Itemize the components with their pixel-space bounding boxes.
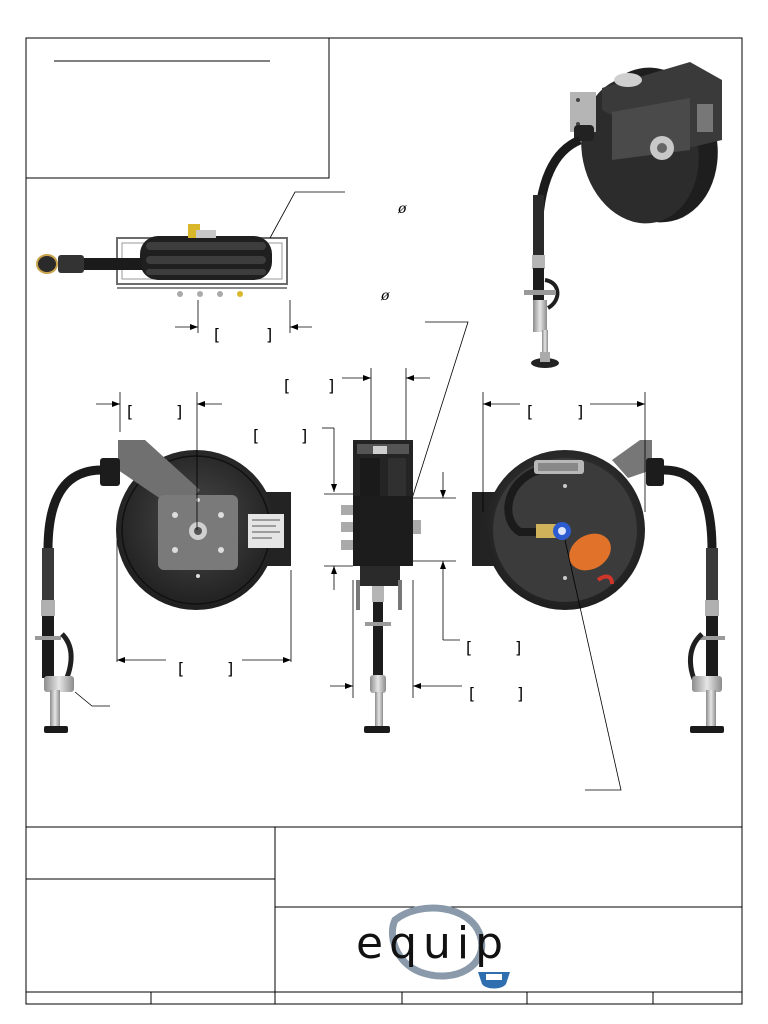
brand-logo-text: equip <box>356 918 509 969</box>
leader-line-front <box>74 691 110 707</box>
dim-bracket-open: [ <box>466 638 472 657</box>
side-view <box>341 440 421 733</box>
side-view-height-dimension: [ ] <box>253 426 353 590</box>
title-block <box>26 826 742 1004</box>
dim-bracket-open: [ <box>284 376 290 395</box>
isometric-view <box>524 62 722 368</box>
notes-box <box>25 37 330 179</box>
leader-line-iso <box>409 321 469 506</box>
side-view-width-dimension: [ ] <box>284 368 430 440</box>
dim-bracket-close: ] <box>328 376 334 395</box>
diameter-symbol: ø <box>380 288 390 304</box>
leader-line-rear <box>564 539 622 791</box>
brand-badge-icon <box>478 972 510 989</box>
dim-bracket-open: [ <box>214 325 220 344</box>
leader-line-top <box>269 191 345 239</box>
front-view-offset-dimension: [ ] <box>96 392 222 530</box>
dim-bracket-open: [ <box>469 684 475 703</box>
dim-bracket-open: [ <box>127 402 133 421</box>
dim-bracket-open: [ <box>527 402 533 421</box>
dim-bracket-close: ] <box>517 684 523 703</box>
front-view-width-dimension: [ ] <box>116 540 292 678</box>
dim-bracket-close: ] <box>266 325 272 344</box>
front-view <box>35 440 291 733</box>
side-view-offset-dimension: [ ] <box>413 472 521 657</box>
dim-bracket-open: [ <box>178 659 184 678</box>
dim-bracket-close: ] <box>577 402 583 421</box>
dim-bracket-close: ] <box>227 659 233 678</box>
diameter-symbol: ø <box>397 201 407 217</box>
sheet-border <box>25 37 743 1005</box>
dim-bracket-open: [ <box>253 426 259 445</box>
top-view-width-dimension: [ ] <box>175 300 312 344</box>
side-view-depth-dimension: [ ] <box>330 580 523 703</box>
rear-view <box>472 440 725 733</box>
brand-logo: equip <box>356 904 510 989</box>
dim-bracket-close: ] <box>176 402 182 421</box>
dim-bracket-close: ] <box>301 426 307 445</box>
top-view <box>36 224 288 297</box>
rear-view-offset-dimension: [ ] <box>482 392 646 512</box>
dim-bracket-close: ] <box>515 638 521 657</box>
